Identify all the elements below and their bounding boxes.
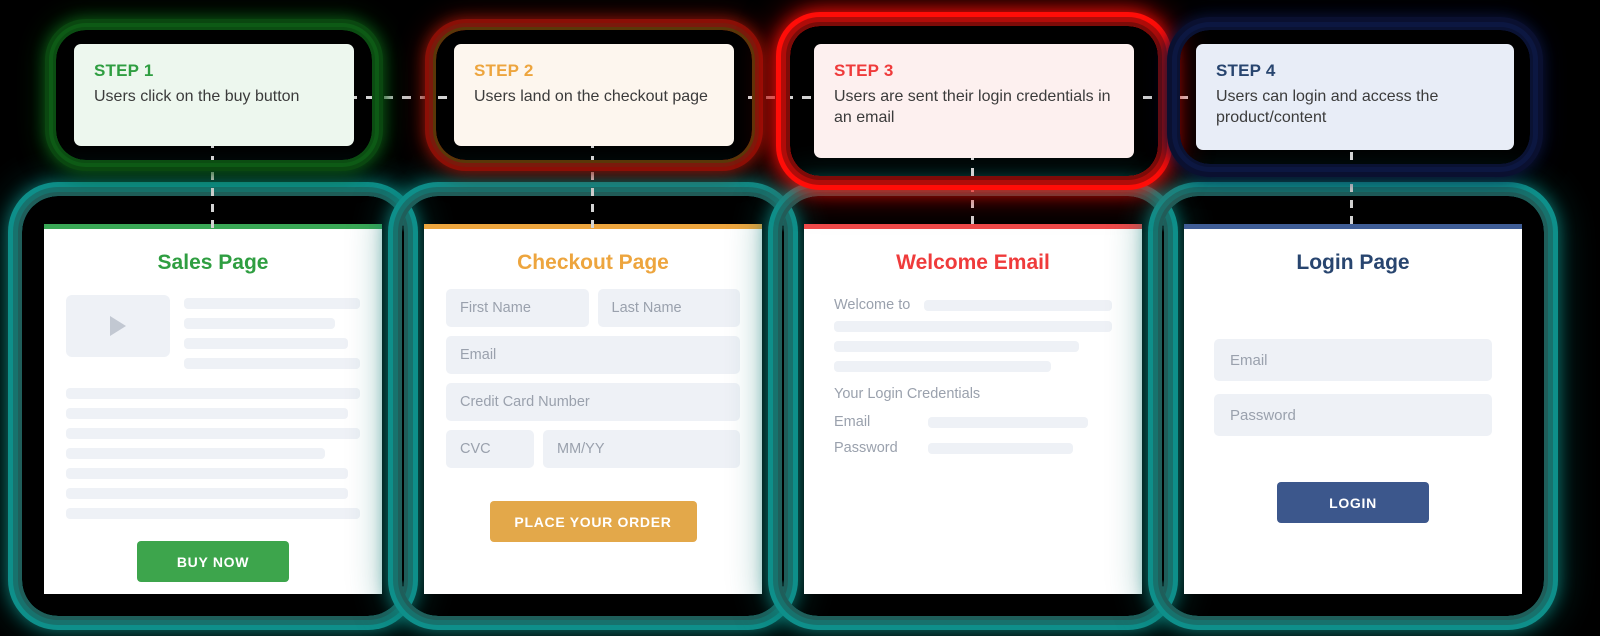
login-page-title: Login Page xyxy=(1296,251,1410,274)
connector-step3-email xyxy=(971,152,974,232)
connector-step1-sales xyxy=(211,140,214,230)
skeleton-line xyxy=(834,361,1051,372)
skeleton-line xyxy=(66,508,360,519)
last-name-field[interactable]: Last Name xyxy=(597,289,740,327)
skeleton-line xyxy=(66,408,349,419)
first-name-field[interactable]: First Name xyxy=(446,289,589,327)
skeleton-line xyxy=(66,468,349,479)
card-security-row: CVC MM/YY xyxy=(446,430,740,477)
login-page-body: Email Password LOGIN xyxy=(1184,339,1522,523)
checkout-page-card: Checkout Page First Name Last Name Email… xyxy=(424,224,762,594)
email-credential-row: Email xyxy=(834,414,1112,430)
sales-hero-text-lines xyxy=(184,295,360,378)
skeleton-line xyxy=(928,442,1073,454)
sales-page-card: Sales Page xyxy=(44,224,382,594)
login-password-field[interactable]: Password xyxy=(1214,394,1492,436)
step-4-description: Users can login and access the product/c… xyxy=(1216,88,1439,126)
step-1-description: Users click on the buy button xyxy=(94,88,300,105)
step-1-label: STEP 1 xyxy=(94,61,154,80)
login-page-accent-bar xyxy=(1184,224,1522,229)
buy-now-button[interactable]: BUY NOW xyxy=(137,541,289,582)
step-2-label: STEP 2 xyxy=(474,61,534,80)
sales-page-title: Sales Page xyxy=(157,251,269,274)
step-2-description: Users land on the checkout page xyxy=(474,88,708,105)
welcome-to-label: Welcome to xyxy=(834,297,911,313)
welcome-email-card: Welcome Email Welcome to Your Login Cred… xyxy=(804,224,1142,594)
step-card-4[interactable]: STEP 4 Users can login and access the pr… xyxy=(1180,30,1530,164)
name-fields-row: First Name Last Name xyxy=(446,289,740,336)
email-field[interactable]: Email xyxy=(446,336,740,374)
skeleton-line xyxy=(66,388,360,399)
login-button[interactable]: LOGIN xyxy=(1277,482,1429,523)
password-credential-row: Password xyxy=(834,440,1112,456)
step-1-box: STEP 1 Users click on the buy button xyxy=(74,44,354,146)
login-email-field[interactable]: Email xyxy=(1214,339,1492,381)
skeleton-line xyxy=(66,428,360,439)
expiry-field[interactable]: MM/YY xyxy=(543,430,740,468)
password-credential-label: Password xyxy=(834,440,898,456)
step-2-box: STEP 2 Users land on the checkout page xyxy=(454,44,734,146)
skeleton-line xyxy=(184,338,348,349)
skeleton-line xyxy=(184,298,360,309)
connector-step3-step4 xyxy=(1125,96,1220,99)
login-credentials-heading: Your Login Credentials xyxy=(834,386,981,402)
step-4-box: STEP 4 Users can login and access the pr… xyxy=(1196,44,1514,150)
connector-step1-step2 xyxy=(348,96,448,99)
mockup-welcome-email: Welcome Email Welcome to Your Login Cred… xyxy=(782,196,1164,616)
step-card-2[interactable]: STEP 2 Users land on the checkout page xyxy=(436,30,752,160)
skeleton-line xyxy=(184,358,360,369)
sales-page-body: BUY NOW xyxy=(44,295,382,582)
skeleton-line xyxy=(924,299,1112,311)
skeleton-line xyxy=(184,318,336,329)
skeleton-line xyxy=(928,416,1088,428)
skeleton-line xyxy=(834,341,1079,352)
welcome-to-row: Welcome to xyxy=(834,297,1112,313)
login-page-card: Login Page Email Password LOGIN xyxy=(1184,224,1522,594)
skeleton-line xyxy=(66,488,349,499)
step-card-3[interactable]: STEP 3 Users are sent their login creden… xyxy=(790,26,1158,176)
place-your-order-button[interactable]: PLACE YOUR ORDER xyxy=(489,501,697,542)
connector-step2-checkout xyxy=(591,140,594,230)
skeleton-line xyxy=(66,448,325,459)
connector-step2-step3 xyxy=(748,96,834,99)
video-thumbnail[interactable] xyxy=(66,295,170,357)
step-3-box: STEP 3 Users are sent their login creden… xyxy=(814,44,1134,158)
email-credential-label: Email xyxy=(834,414,871,430)
checkout-page-body: First Name Last Name Email Credit Card N… xyxy=(424,289,762,542)
step-card-1[interactable]: STEP 1 Users click on the buy button xyxy=(56,30,372,160)
welcome-email-body: Welcome to Your Login Credentials Email … xyxy=(804,297,1142,456)
mockup-sales-page: Sales Page xyxy=(22,196,404,616)
skeleton-line xyxy=(834,321,1112,332)
mockup-login-page: Login Page Email Password LOGIN xyxy=(1162,196,1544,616)
connector-step4-login xyxy=(1350,152,1353,232)
checkout-page-title: Checkout Page xyxy=(517,251,669,274)
play-icon xyxy=(110,316,126,336)
cvc-field[interactable]: CVC xyxy=(446,430,534,468)
step-3-description: Users are sent their login credentials i… xyxy=(834,88,1111,126)
credit-card-number-field[interactable]: Credit Card Number xyxy=(446,383,740,421)
sales-hero-row xyxy=(66,295,360,378)
sales-paragraph-lines xyxy=(66,388,360,519)
welcome-email-title: Welcome Email xyxy=(896,251,1050,274)
step-4-label: STEP 4 xyxy=(1216,61,1276,80)
mockup-checkout-page: Checkout Page First Name Last Name Email… xyxy=(402,196,784,616)
step-3-label: STEP 3 xyxy=(834,61,894,80)
